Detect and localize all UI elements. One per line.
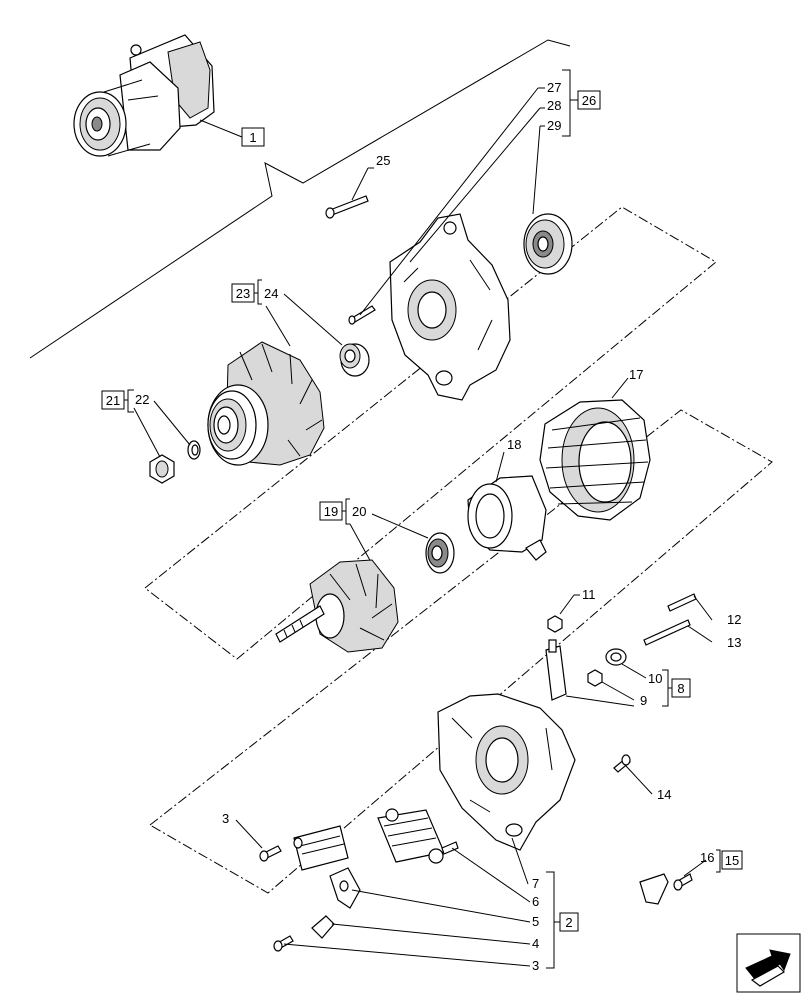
rectifier-6 xyxy=(377,808,459,864)
terminal-stud xyxy=(545,639,567,701)
callout-8: 8 xyxy=(677,681,684,696)
stator-17 xyxy=(539,399,651,521)
bearing-20 xyxy=(425,532,455,574)
nut-9 xyxy=(587,669,603,687)
callout-24: 24 xyxy=(264,286,278,301)
callout-28: 28 xyxy=(547,98,561,113)
callout-2: 2 xyxy=(565,915,572,930)
screw-3-upper xyxy=(259,845,282,862)
callout-3-upper: 3 xyxy=(222,811,229,826)
callout-15: 15 xyxy=(725,853,739,868)
bolt-13 xyxy=(643,619,691,646)
callout-6: 6 xyxy=(532,894,539,909)
rotor xyxy=(275,559,399,653)
callout-26: 26 xyxy=(582,93,596,108)
clamp-16 xyxy=(639,873,693,905)
next-page-arrow-icon[interactable] xyxy=(736,933,801,993)
callout-18: 18 xyxy=(507,437,521,452)
alternator-assembly xyxy=(73,34,215,157)
assembly-axis-lower xyxy=(149,409,773,894)
callout-box-2 xyxy=(559,912,579,932)
bearing-29 xyxy=(523,213,573,275)
callout-29: 29 xyxy=(547,118,561,133)
spacer-24 xyxy=(339,343,370,377)
callout-box-26 xyxy=(577,90,601,110)
callout-box-15 xyxy=(721,850,743,870)
callout-11: 11 xyxy=(582,587,596,602)
washer-10 xyxy=(605,648,627,666)
callout-16: 16 xyxy=(700,850,714,865)
connector-4 xyxy=(311,915,335,939)
rear-housing xyxy=(437,693,576,851)
nut-11 xyxy=(547,615,563,633)
callout-10: 10 xyxy=(648,671,662,686)
callout-14: 14 xyxy=(657,787,671,802)
callout-9: 9 xyxy=(640,693,647,708)
regulator xyxy=(329,867,361,909)
callout-17: 17 xyxy=(629,367,643,382)
callout-19: 19 xyxy=(324,504,338,519)
callout-3-lower: 3 xyxy=(532,958,539,973)
separation-line xyxy=(29,39,571,359)
callout-box-21 xyxy=(101,390,125,410)
screw-3-lower xyxy=(273,935,294,952)
callout-27: 27 xyxy=(547,80,561,95)
bolt-14 xyxy=(613,754,631,773)
bolt-12 xyxy=(667,593,697,612)
brush-holder xyxy=(293,825,349,871)
bolt-27 xyxy=(348,305,376,325)
callout-1: 1 xyxy=(249,130,256,145)
callout-box-8 xyxy=(671,678,691,698)
pulley-fan xyxy=(207,341,325,466)
callout-25: 25 xyxy=(376,153,390,168)
callout-12: 12 xyxy=(727,612,741,627)
nut-21 xyxy=(149,454,175,484)
lock-washer-22 xyxy=(187,440,201,460)
callout-20: 20 xyxy=(352,504,366,519)
callout-box-1 xyxy=(241,127,265,147)
bearing-housing-18 xyxy=(467,475,547,561)
callout-4: 4 xyxy=(532,936,539,951)
callout-13: 13 xyxy=(727,635,741,650)
front-housing xyxy=(389,213,511,401)
callout-5: 5 xyxy=(532,914,539,929)
callout-7: 7 xyxy=(532,876,539,891)
bolt-25 xyxy=(325,195,369,219)
callout-23: 23 xyxy=(236,286,250,301)
callout-21: 21 xyxy=(106,393,120,408)
callout-22: 22 xyxy=(135,392,149,407)
